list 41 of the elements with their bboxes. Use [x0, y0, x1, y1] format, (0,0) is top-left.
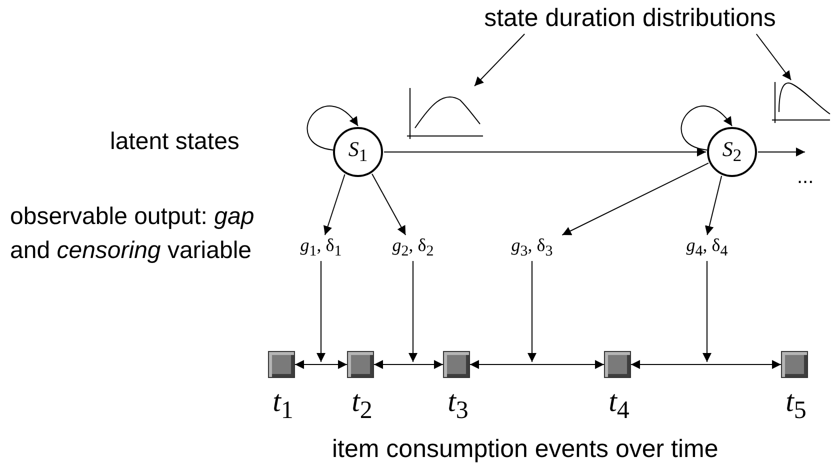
event-square [604, 351, 631, 378]
event-square [781, 351, 808, 378]
state-label: S$_{2}$ [722, 137, 742, 167]
observation-label: g$_{3}$, δ$_{3}$ [511, 235, 553, 261]
time-label: t$_{2}$ [350, 385, 374, 425]
ellipsis-text: ... [797, 165, 815, 190]
time-label: t$_{3}$ [446, 385, 470, 425]
annotation-text: latent states [110, 127, 240, 157]
observation-label: g$_{1}$, δ$_{1}$ [300, 235, 342, 261]
annotation-text: state duration distributions [450, 2, 810, 34]
arrow [372, 173, 406, 236]
arrow [324, 174, 346, 236]
time-label: t$_{5}$ [784, 385, 808, 425]
annotation-text: item consumption events over time [332, 434, 720, 465]
event-square [268, 351, 295, 378]
arrow [384, 148, 706, 156]
arrow [470, 360, 604, 369]
event-square [347, 351, 374, 378]
arrow [306, 106, 358, 150]
state-circle [333, 127, 383, 177]
state-label: S$_{1}$ [348, 137, 368, 167]
observation-label: g$_{2}$, δ$_{2}$ [392, 235, 434, 261]
arrow [528, 260, 536, 362]
time-label: t$_{4}$ [608, 385, 630, 425]
arrow [702, 260, 712, 362]
state-circle [707, 127, 757, 177]
arrow [758, 148, 806, 156]
arrow [630, 360, 782, 369]
arrow [704, 175, 722, 236]
arrow [562, 162, 709, 236]
observation-label: g$_{4}$, δ$_{4}$ [686, 235, 728, 261]
event-square [443, 351, 470, 378]
arrow [408, 260, 418, 362]
annotation-text: observable output: gap and censoring variable [10, 202, 256, 266]
arrow [474, 34, 526, 86]
time-label: t$_{1}$ [272, 385, 294, 425]
arrow [294, 360, 348, 369]
arrow [756, 34, 792, 80]
arrow [374, 360, 444, 369]
arrow [316, 260, 326, 362]
arrow [680, 106, 732, 150]
